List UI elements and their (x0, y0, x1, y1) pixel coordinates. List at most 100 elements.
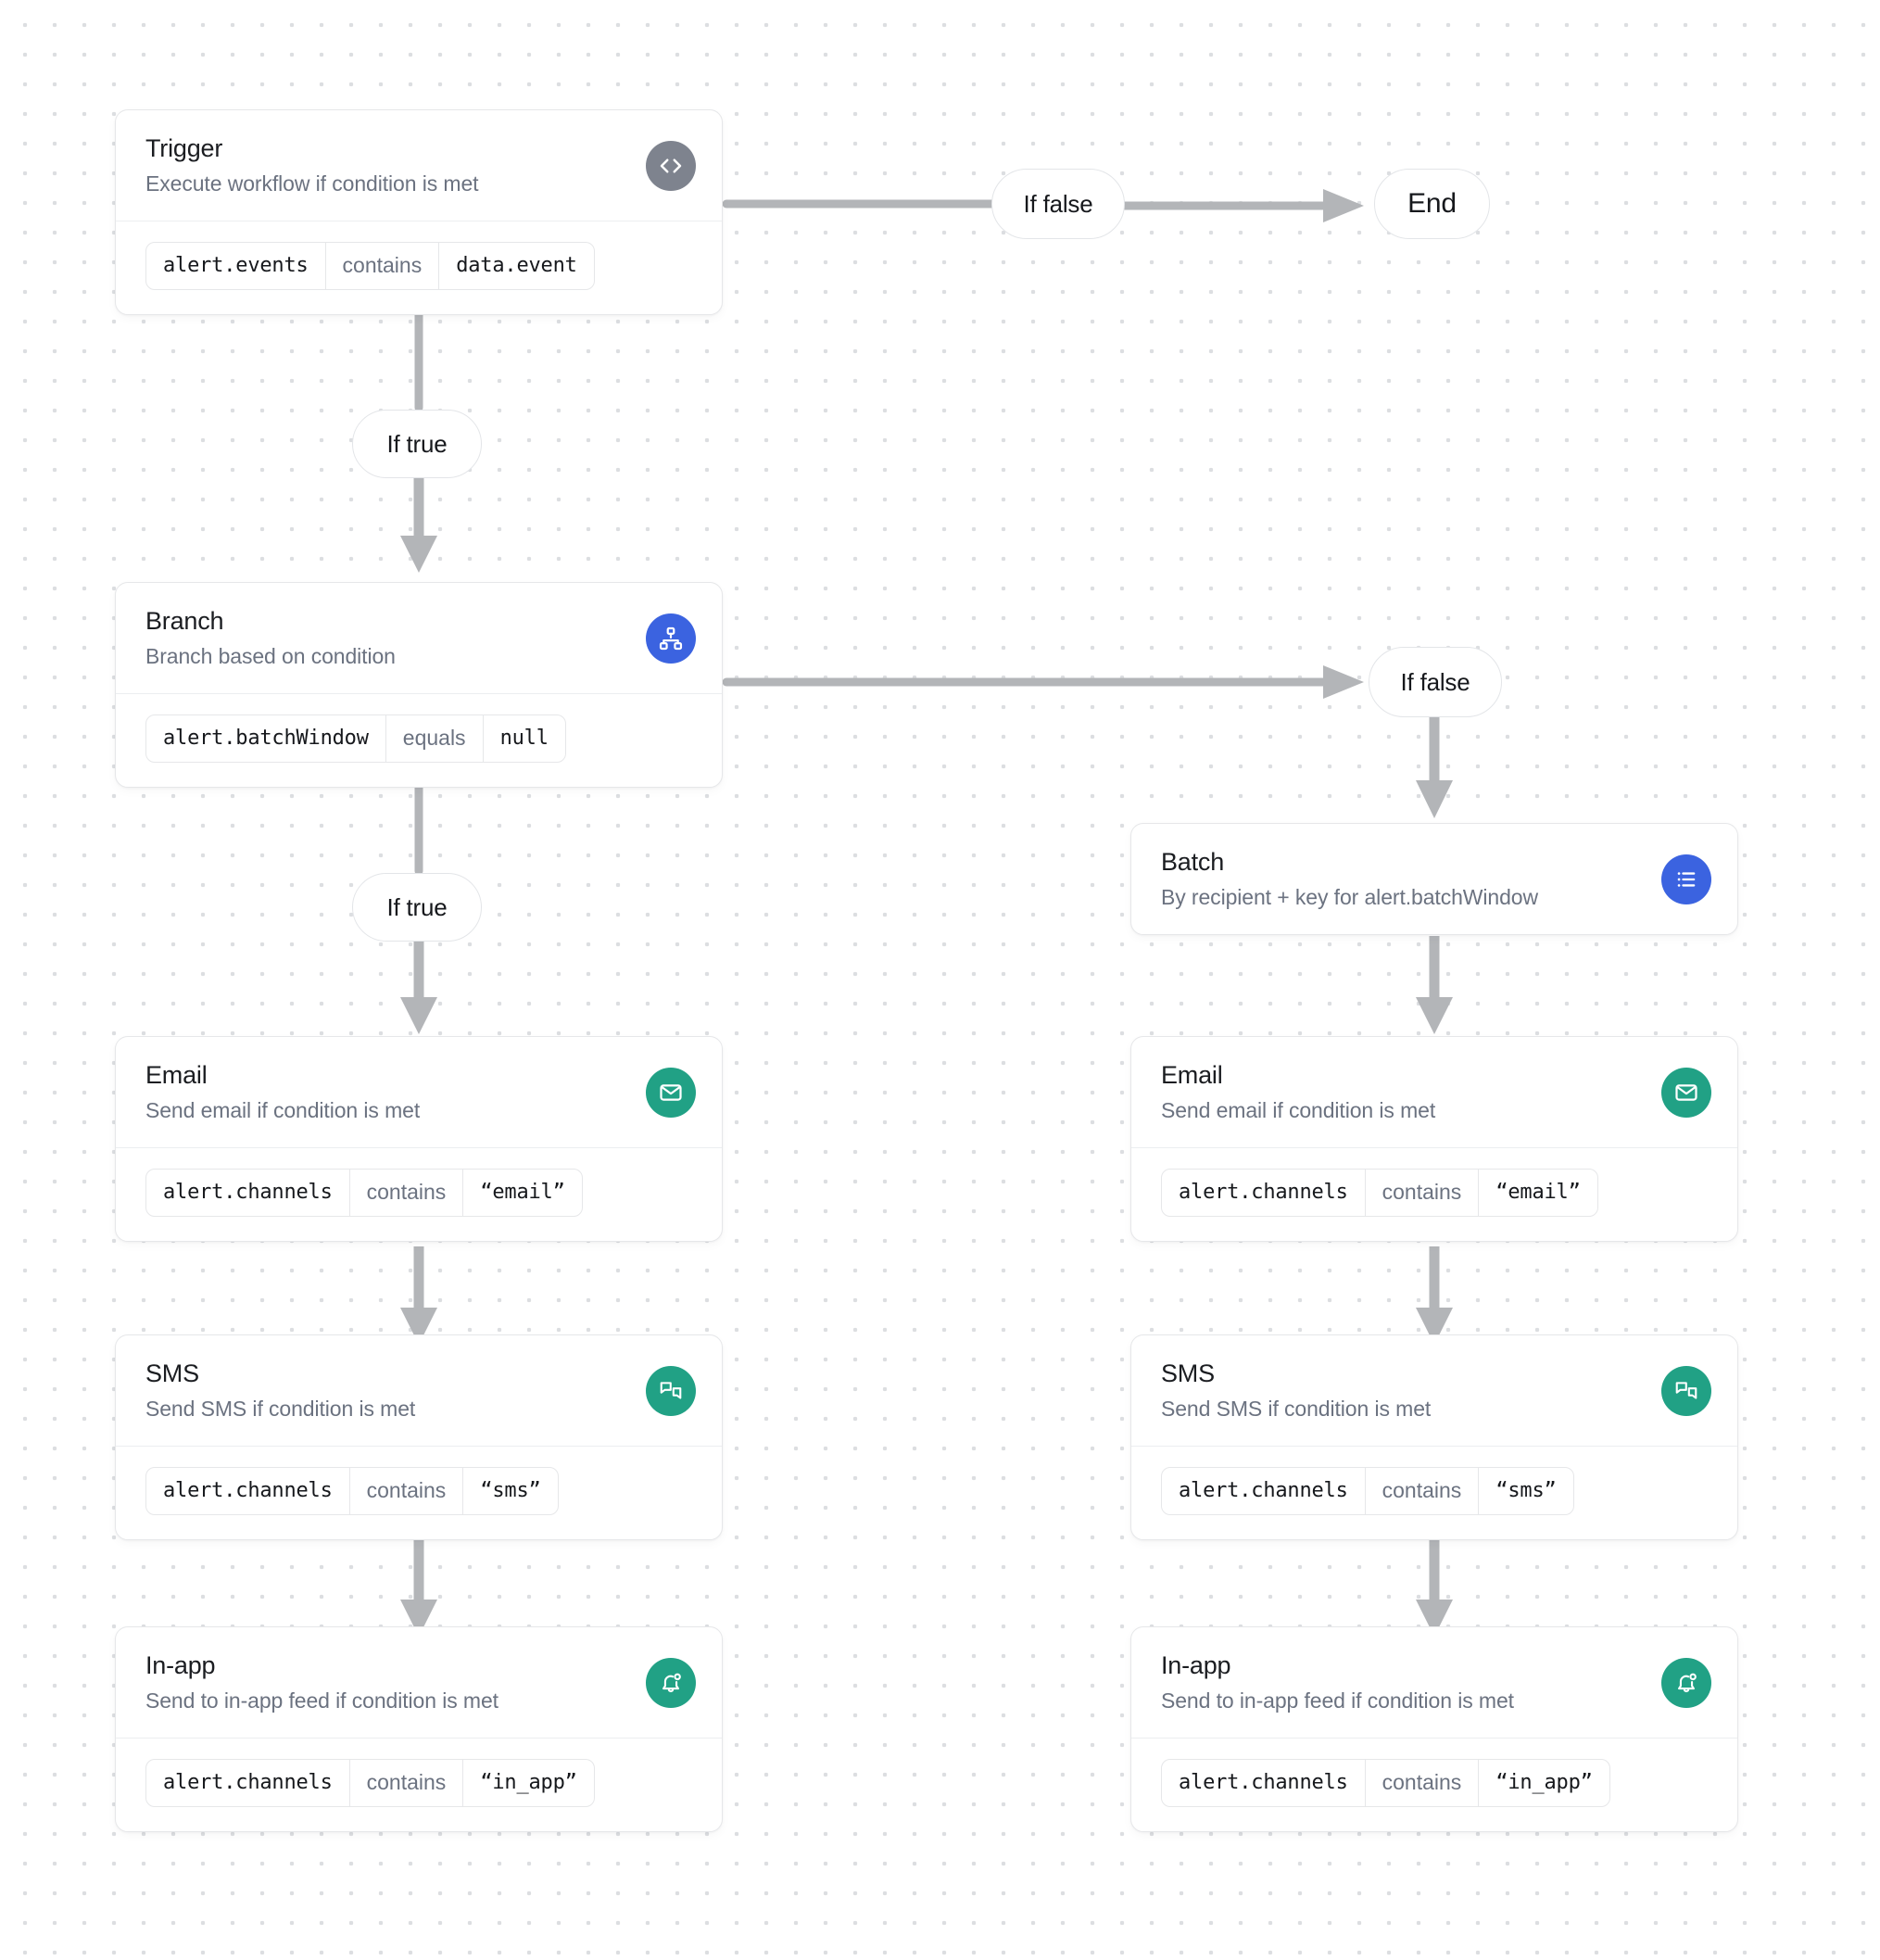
condition-value: “in_app” (1478, 1760, 1609, 1807)
condition-operator: contains (1364, 1468, 1479, 1515)
condition-value: data.event (438, 243, 593, 290)
edge-sms-to-inapp-left (393, 1538, 445, 1640)
node-card-branch[interactable]: Branch Branch based on condition alert.b… (115, 582, 723, 789)
node-card-inapp-right[interactable]: In-app Send to in-app feed if condition … (1130, 1626, 1738, 1833)
condition-chip[interactable]: alert.channels contains “sms” (145, 1467, 559, 1516)
node-card-sms-right[interactable]: SMS Send SMS if condition is met alert.c… (1130, 1334, 1738, 1541)
email-right-condition-row: alert.channels contains “email” (1131, 1147, 1737, 1241)
branch-condition-row: alert.batchWindow equals null (116, 693, 722, 787)
condition-chip[interactable]: alert.channels contains “email” (145, 1169, 583, 1218)
condition-chip[interactable]: alert.channels contains “in_app” (1161, 1759, 1610, 1808)
inapp-left-subtitle: Send to in-app feed if condition is met (145, 1688, 498, 1713)
trigger-condition-row: alert.events contains data.event (116, 221, 722, 314)
edge-batch-to-email-right (1408, 936, 1460, 1038)
edge-trigger-to-if-false (722, 185, 1001, 222)
condition-chip[interactable]: alert.channels contains “in_app” (145, 1759, 595, 1808)
node-card-batch[interactable]: Batch By recipient + key for alert.batch… (1130, 823, 1738, 936)
email-left-subtitle: Send email if condition is met (145, 1097, 421, 1122)
chat-bubbles-icon (1661, 1365, 1711, 1416)
trigger-subtitle: Execute workflow if condition is met (145, 171, 479, 196)
condition-field: alert.channels (163, 1479, 333, 1503)
batch-subtitle: By recipient + key for alert.batchWindow (1161, 884, 1538, 909)
sms-right-card-header: SMS Send SMS if condition is met (1131, 1335, 1737, 1446)
trigger-card-header: Trigger Execute workflow if condition is… (116, 110, 722, 221)
condition-chip[interactable]: alert.events contains data.event (145, 242, 595, 291)
sms-right-title: SMS (1161, 1359, 1215, 1387)
chat-bubbles-icon (646, 1365, 696, 1416)
branch-title: Branch (145, 607, 224, 635)
edge-if-true-to-email-left (393, 936, 445, 1038)
inapp-left-condition-row: alert.channels contains “in_app” (116, 1738, 722, 1831)
sms-left-condition-row: alert.channels contains “sms” (116, 1446, 722, 1539)
inapp-right-condition-row: alert.channels contains “in_app” (1131, 1738, 1737, 1831)
condition-value: null (482, 715, 565, 763)
condition-field: alert.channels (163, 1181, 333, 1205)
email-left-condition-row: alert.channels contains “email” (116, 1147, 722, 1241)
edge-if-false-to-end (1112, 185, 1371, 226)
envelope-icon (1661, 1067, 1711, 1118)
edge-if-true-to-branch (393, 474, 445, 576)
email-left-card-header: Email Send email if condition is met (116, 1037, 722, 1147)
email-right-subtitle: Send email if condition is met (1161, 1097, 1436, 1122)
inapp-right-subtitle: Send to in-app feed if condition is met (1161, 1688, 1514, 1713)
sms-right-subtitle: Send SMS if condition is met (1161, 1396, 1432, 1421)
edge-branch-to-if-false (722, 662, 1371, 702)
edge-label-branch-if-false[interactable]: If false (1369, 647, 1502, 717)
sms-right-condition-row: alert.channels contains “sms” (1131, 1446, 1737, 1539)
edge-label-trigger-if-true[interactable]: If true (352, 410, 482, 478)
code-brackets-icon (646, 140, 696, 191)
bell-badge-icon (1661, 1657, 1711, 1708)
condition-field: alert.channels (163, 1771, 333, 1795)
node-card-inapp-left[interactable]: In-app Send to in-app feed if condition … (115, 1626, 723, 1833)
condition-field: alert.batchWindow (163, 727, 369, 751)
condition-field: alert.channels (1179, 1771, 1348, 1795)
node-card-sms-left[interactable]: SMS Send SMS if condition is met alert.c… (115, 1334, 723, 1541)
condition-operator: contains (348, 1760, 463, 1807)
condition-value: “sms” (462, 1468, 557, 1515)
inapp-right-card-header: In-app Send to in-app feed if condition … (1131, 1627, 1737, 1738)
condition-operator: contains (348, 1170, 463, 1217)
sms-left-subtitle: Send SMS if condition is met (145, 1396, 416, 1421)
condition-value: “email” (462, 1170, 581, 1217)
bell-badge-icon (646, 1657, 696, 1708)
edge-label-trigger-if-false[interactable]: If false (991, 169, 1125, 239)
email-left-title: Email (145, 1061, 208, 1089)
condition-value: “in_app” (462, 1760, 593, 1807)
envelope-icon (646, 1067, 696, 1118)
condition-value: “sms” (1478, 1468, 1572, 1515)
edge-email-to-sms-right (1408, 1246, 1460, 1348)
batch-title: Batch (1161, 848, 1225, 876)
edge-sms-to-inapp-right (1408, 1538, 1460, 1640)
condition-field: alert.events (163, 254, 309, 278)
node-card-trigger[interactable]: Trigger Execute workflow if condition is… (115, 109, 723, 316)
edge-email-to-sms-left (393, 1246, 445, 1348)
condition-chip[interactable]: alert.channels contains “email” (1161, 1169, 1598, 1218)
condition-operator: contains (1364, 1170, 1479, 1217)
condition-chip[interactable]: alert.batchWindow equals null (145, 714, 566, 764)
email-right-title: Email (1161, 1061, 1223, 1089)
inapp-left-card-header: In-app Send to in-app feed if condition … (116, 1627, 722, 1738)
inapp-right-title: In-app (1161, 1651, 1231, 1679)
trigger-title: Trigger (145, 134, 223, 162)
branch-card-header: Branch Branch based on condition (116, 583, 722, 693)
condition-value: “email” (1478, 1170, 1596, 1217)
edge-if-false-to-batch (1408, 715, 1460, 822)
condition-operator: contains (324, 243, 439, 290)
edge-label-branch-if-true[interactable]: If true (352, 873, 482, 942)
node-card-email-right[interactable]: Email Send email if condition is met ale… (1130, 1036, 1738, 1243)
edge-trigger-to-if-true (400, 307, 437, 412)
inapp-left-title: In-app (145, 1651, 216, 1679)
condition-chip[interactable]: alert.channels contains “sms” (1161, 1467, 1574, 1516)
hierarchy-icon (646, 613, 696, 664)
condition-operator: contains (1364, 1760, 1479, 1807)
node-card-email-left[interactable]: Email Send email if condition is met ale… (115, 1036, 723, 1243)
sms-left-card-header: SMS Send SMS if condition is met (116, 1335, 722, 1446)
condition-field: alert.channels (1179, 1181, 1348, 1205)
sms-left-title: SMS (145, 1359, 199, 1387)
batch-card-header: Batch By recipient + key for alert.batch… (1131, 824, 1737, 934)
list-icon (1661, 854, 1711, 904)
node-end[interactable]: End (1374, 169, 1490, 239)
email-right-card-header: Email Send email if condition is met (1131, 1037, 1737, 1147)
condition-operator: contains (348, 1468, 463, 1515)
